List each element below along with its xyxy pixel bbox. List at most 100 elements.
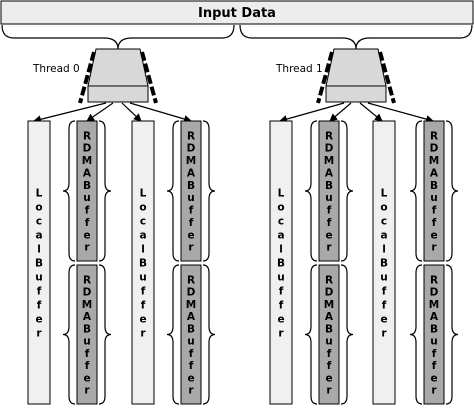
svg-text:B: B bbox=[325, 323, 333, 335]
svg-text:r: r bbox=[326, 385, 332, 397]
thread-1-label: Thread 1 bbox=[275, 63, 323, 75]
svg-text:B: B bbox=[83, 180, 91, 192]
svg-text:M: M bbox=[324, 155, 334, 167]
svg-text:u: u bbox=[325, 336, 332, 348]
thread-0-arrow-2 bbox=[86, 102, 114, 122]
svg-text:f: f bbox=[327, 205, 332, 217]
svg-text:D: D bbox=[325, 143, 334, 155]
svg-text:e: e bbox=[83, 229, 90, 241]
svg-text:r: r bbox=[84, 242, 90, 254]
svg-text:f: f bbox=[382, 286, 387, 298]
svg-text:f: f bbox=[189, 360, 194, 372]
svg-text:R: R bbox=[325, 274, 333, 286]
svg-text:D: D bbox=[325, 287, 334, 299]
svg-text:B: B bbox=[187, 180, 195, 192]
svg-text:f: f bbox=[189, 205, 194, 217]
svg-text:e: e bbox=[277, 314, 284, 326]
svg-text:u: u bbox=[187, 336, 194, 348]
svg-text:f: f bbox=[141, 300, 146, 312]
svg-text:u: u bbox=[83, 336, 90, 348]
svg-text:r: r bbox=[36, 328, 42, 340]
svg-text:f: f bbox=[85, 360, 90, 372]
svg-text:f: f bbox=[279, 286, 284, 298]
svg-text:B: B bbox=[277, 258, 285, 270]
svg-text:a: a bbox=[35, 230, 42, 242]
svg-text:A: A bbox=[83, 167, 92, 179]
svg-text:f: f bbox=[382, 300, 387, 312]
thread-1-funnel bbox=[316, 48, 396, 104]
svg-text:r: r bbox=[431, 385, 437, 397]
svg-text:f: f bbox=[141, 286, 146, 298]
svg-text:f: f bbox=[432, 205, 437, 217]
svg-text:D: D bbox=[430, 143, 439, 155]
svg-text:B: B bbox=[430, 180, 438, 192]
svg-text:a: a bbox=[380, 230, 387, 242]
svg-text:l: l bbox=[37, 244, 41, 256]
svg-text:R: R bbox=[325, 130, 333, 142]
svg-text:D: D bbox=[187, 143, 196, 155]
svg-text:A: A bbox=[325, 167, 334, 179]
svg-text:f: f bbox=[85, 217, 90, 229]
svg-text:r: r bbox=[381, 328, 387, 340]
svg-text:u: u bbox=[35, 272, 42, 284]
svg-text:e: e bbox=[139, 314, 146, 326]
svg-text:e: e bbox=[187, 229, 194, 241]
svg-text:o: o bbox=[380, 202, 387, 214]
buffer-columns: LocalBufferRDMABufferRDMABufferLocalBuff… bbox=[27, 120, 459, 405]
svg-text:f: f bbox=[85, 348, 90, 360]
thread-1-arrow-3 bbox=[359, 102, 383, 122]
svg-text:R: R bbox=[187, 274, 195, 286]
svg-text:A: A bbox=[430, 311, 439, 323]
svg-text:A: A bbox=[430, 167, 439, 179]
svg-text:B: B bbox=[139, 258, 147, 270]
svg-text:a: a bbox=[277, 230, 284, 242]
input-brace-thread-0 bbox=[1, 24, 235, 50]
svg-text:u: u bbox=[139, 272, 146, 284]
svg-text:B: B bbox=[325, 180, 333, 192]
input-data-bar: Input Data bbox=[0, 0, 474, 25]
thread-0-arrow-4 bbox=[129, 102, 192, 123]
svg-text:o: o bbox=[139, 202, 146, 214]
svg-text:M: M bbox=[429, 299, 439, 311]
svg-text:e: e bbox=[325, 229, 332, 241]
svg-text:c: c bbox=[36, 216, 42, 228]
thread-1-arrow-2 bbox=[329, 102, 352, 122]
svg-text:f: f bbox=[37, 286, 42, 298]
svg-text:B: B bbox=[187, 323, 195, 335]
svg-text:l: l bbox=[279, 244, 283, 256]
thread-1-arrow-4 bbox=[367, 102, 434, 123]
svg-text:o: o bbox=[277, 202, 284, 214]
thread-0-arrow-1 bbox=[33, 102, 107, 124]
svg-text:c: c bbox=[381, 216, 387, 228]
input-brace-thread-1 bbox=[239, 24, 473, 50]
svg-text:r: r bbox=[140, 328, 146, 340]
svg-text:M: M bbox=[429, 155, 439, 167]
svg-text:L: L bbox=[381, 188, 388, 200]
svg-text:e: e bbox=[430, 372, 437, 384]
thread-0-funnel bbox=[78, 48, 158, 104]
svg-text:u: u bbox=[380, 272, 387, 284]
svg-text:A: A bbox=[83, 311, 92, 323]
svg-text:M: M bbox=[324, 299, 334, 311]
svg-text:M: M bbox=[82, 299, 92, 311]
svg-text:e: e bbox=[35, 314, 42, 326]
svg-text:D: D bbox=[187, 287, 196, 299]
